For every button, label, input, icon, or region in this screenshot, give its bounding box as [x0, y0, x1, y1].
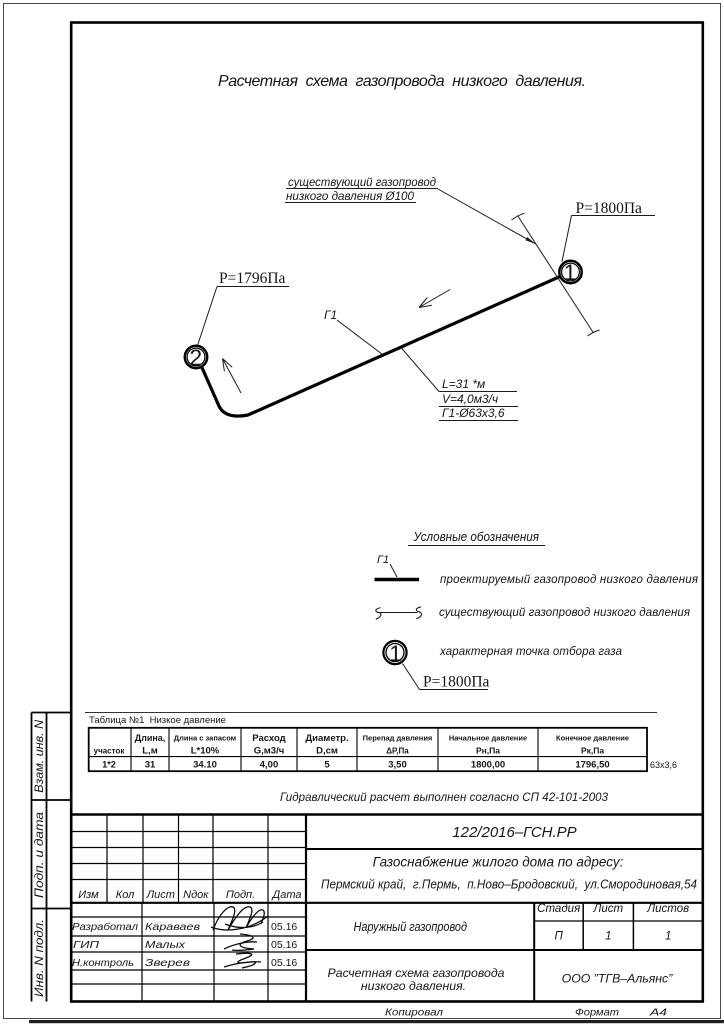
svg-text:V=4,0м3/ч: V=4,0м3/ч [442, 392, 498, 406]
svg-text:Расчетная схема газопровода: Расчетная схема газопровода [328, 966, 505, 980]
svg-text:1: 1 [665, 931, 671, 943]
svg-text:Пермский край, г.Пермь, п.Но: Пермский край, г.Пермь, п.Ново–Бродовски… [321, 877, 697, 892]
svg-text:Р=1796Па: Р=1796Па [219, 270, 286, 287]
svg-text:Стадия: Стадия [537, 903, 580, 915]
svg-text:Г1: Г1 [377, 554, 389, 566]
svg-text:1: 1 [389, 641, 402, 666]
svg-text:Р=1800Па: Р=1800Па [423, 674, 490, 691]
svg-text:участок: участок [94, 747, 126, 756]
svg-text:ООО ”ТГВ–Альянс”: ООО ”ТГВ–Альянс” [562, 972, 674, 986]
svg-text:Взам. инв. N: Взам. инв. N [34, 719, 46, 793]
svg-text:1: 1 [605, 931, 611, 943]
svg-text:Условные обозначения: Условные обозначения [413, 530, 540, 544]
svg-text:122/2016–ГСН.РР: 122/2016–ГСН.РР [452, 824, 576, 841]
svg-text:05.16: 05.16 [271, 921, 297, 933]
svg-text:Газоснабжение жилого дома по а: Газоснабжение жилого дома по адресу: [373, 855, 624, 870]
svg-text:Копировал: Копировал [385, 1007, 443, 1019]
svg-text:Наружный газопровод: Наружный газопровод [354, 919, 468, 934]
svg-text:L=31 *м: L=31 *м [442, 377, 485, 391]
svg-text:Длина,: Длина, [135, 733, 166, 743]
svg-text:63х3,6: 63х3,6 [650, 760, 677, 770]
svg-text:Р=1800Па: Р=1800Па [576, 200, 643, 217]
svg-text:Таблица №1 Низкое давление: Таблица №1 Низкое давление [89, 715, 226, 726]
svg-text:Г1: Г1 [324, 308, 337, 322]
svg-text:Расход: Расход [252, 733, 285, 744]
svg-text:Разработал: Разработал [72, 921, 138, 933]
svg-text:3,50: 3,50 [388, 760, 407, 771]
svg-text:1796,50: 1796,50 [575, 760, 609, 771]
svg-text:G,м3/ч: G,м3/ч [254, 746, 285, 757]
svg-text:2: 2 [189, 345, 202, 371]
svg-text:05.16: 05.16 [271, 957, 297, 969]
svg-text:Рн,Па: Рн,Па [476, 746, 500, 756]
svg-text:Диаметр.: Диаметр. [305, 733, 348, 744]
svg-text:Изм: Изм [78, 889, 99, 901]
svg-text:Формат: Формат [575, 1007, 619, 1019]
svg-text:4,00: 4,00 [260, 760, 279, 771]
svg-text:П: П [555, 931, 564, 943]
svg-text:характерная точка отбора газа: характерная точка отбора газа [439, 646, 622, 658]
svg-text:Длина с запасом: Длина с запасом [174, 734, 237, 743]
svg-text:Кол: Кол [116, 889, 135, 901]
svg-text:1800,00: 1800,00 [471, 760, 505, 771]
svg-text:Расчетная схема газопровода ни: Расчетная схема газопровода низкого давл… [218, 73, 586, 90]
svg-text:ГИП: ГИП [73, 939, 99, 951]
svg-text:низкого давления.: низкого давления. [361, 979, 466, 993]
svg-text:05.16: 05.16 [271, 939, 297, 951]
svg-text:существующий газопровод: существующий газопровод [288, 177, 436, 189]
svg-text:Рк,Па: Рк,Па [581, 746, 604, 756]
svg-text:ΔР,Па: ΔР,Па [386, 747, 409, 756]
svg-text:5: 5 [324, 760, 330, 771]
svg-text:Г1-Ø63х3,6: Г1-Ø63х3,6 [442, 406, 505, 420]
svg-text:Малых: Малых [145, 939, 186, 951]
svg-text:проектируемый газопровод низко: проектируемый газопровод низкого давлени… [440, 574, 698, 586]
svg-text:Листов: Листов [646, 903, 689, 915]
svg-text:Nдок: Nдок [183, 889, 209, 901]
svg-text:Инв. N подл.: Инв. N подл. [34, 919, 46, 997]
svg-text:Караваев: Караваев [145, 921, 201, 933]
svg-text:1: 1 [564, 260, 577, 285]
svg-text:Дата: Дата [270, 889, 301, 901]
svg-text:Подп.: Подп. [226, 889, 255, 901]
svg-text:А4: А4 [649, 1007, 668, 1019]
svg-text:Лист: Лист [146, 889, 175, 901]
svg-text:Гидравлический расчет выполнен: Гидравлический расчет выполнен согласно … [280, 792, 609, 804]
svg-text:1*2: 1*2 [102, 760, 116, 770]
svg-text:Лист: Лист [592, 903, 623, 915]
svg-text:34.10: 34.10 [193, 760, 217, 771]
svg-text:Перепад давления: Перепад давления [363, 734, 433, 743]
svg-text:низкого давления Ø100: низкого давления Ø100 [286, 191, 415, 203]
svg-text:31: 31 [145, 760, 156, 771]
svg-text:Зверев: Зверев [145, 957, 191, 969]
svg-text:Конечное давление: Конечное давление [556, 734, 629, 743]
svg-text:L,м: L,м [142, 746, 157, 757]
svg-text:существующий газопровод низког: существующий газопровод низкого давления [439, 607, 690, 619]
svg-text:Подп. и дата: Подп. и дата [34, 812, 46, 898]
svg-text:Начальное давление: Начальное давление [449, 734, 527, 743]
svg-text:L*10%: L*10% [191, 746, 220, 757]
svg-text:Н.контроль: Н.контроль [72, 957, 134, 969]
svg-text:D,см: D,см [316, 746, 338, 757]
